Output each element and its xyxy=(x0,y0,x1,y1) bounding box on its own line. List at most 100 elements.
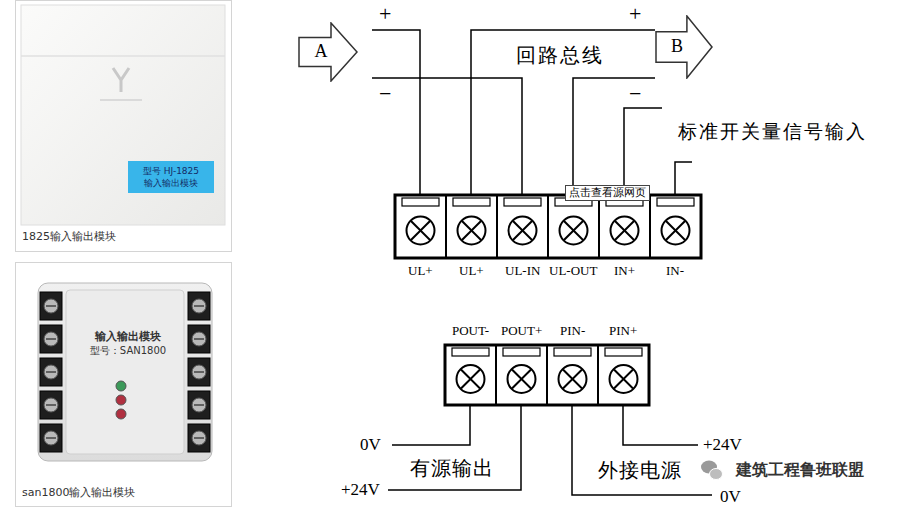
screw-slot xyxy=(194,338,204,340)
terminal-cell xyxy=(395,195,446,258)
module-panel xyxy=(66,290,184,454)
terminal-tab xyxy=(503,348,540,356)
arrow-outline xyxy=(655,15,713,79)
photo-frame: san1800输入输出模块输入输出模块型号：SAN1800 xyxy=(15,262,232,507)
terminal-housing xyxy=(40,358,62,386)
arrow-outline xyxy=(299,23,357,81)
screw-slot xyxy=(462,221,481,240)
polarity-sign: + xyxy=(379,3,391,25)
tooltip-box: 点击查看源网页 xyxy=(565,185,650,201)
screw-slot xyxy=(666,221,685,240)
terminal-name: PIN- xyxy=(560,323,585,339)
terminal-name: PIN+ xyxy=(609,323,637,339)
module-housing xyxy=(38,283,212,461)
terminal-tab xyxy=(554,348,591,356)
screw-slot xyxy=(615,221,634,240)
led xyxy=(116,381,126,391)
terminal-screw xyxy=(458,217,486,245)
led xyxy=(116,395,126,405)
terminal-housing xyxy=(188,325,210,353)
arrow-letter: A xyxy=(298,40,344,62)
screw-slot xyxy=(46,437,56,439)
terminal-screw xyxy=(44,332,58,346)
terminal-housing xyxy=(40,292,62,320)
screw-slot xyxy=(46,338,56,340)
terminal-cell xyxy=(598,345,649,405)
node-text: 型号：SAN1800 xyxy=(67,344,189,358)
watermark: 建筑工程鲁班联盟 xyxy=(736,460,864,480)
screw-slot xyxy=(411,221,430,240)
terminal-screw xyxy=(509,217,537,245)
terminal-housing xyxy=(40,325,62,353)
screw-slot xyxy=(194,404,204,406)
terminal-tab xyxy=(605,348,642,356)
terminal-tab xyxy=(504,198,541,206)
terminal-housing xyxy=(188,391,210,419)
terminal-housing xyxy=(188,424,210,452)
screw-slot xyxy=(614,369,633,388)
terminal-tab xyxy=(657,198,694,206)
leader-line xyxy=(624,108,662,195)
terminal-cell xyxy=(445,345,496,405)
terminal-screw xyxy=(407,217,435,245)
module-label: 输入输出模块型号：SAN1800 xyxy=(67,329,189,358)
model-sticker: 型号 HJ-1825 输入输出模块 xyxy=(128,161,214,193)
screw-slot xyxy=(563,369,582,388)
screw-slot xyxy=(512,369,531,388)
housing-seam xyxy=(21,55,225,57)
arrow-outline xyxy=(656,16,712,78)
terminal-screw xyxy=(192,332,206,346)
screw-slot xyxy=(512,369,531,388)
module-housing xyxy=(21,5,225,225)
terminal-housing xyxy=(40,391,62,419)
icon-bubble xyxy=(710,469,723,480)
screw-slot xyxy=(564,221,583,240)
terminal-housing xyxy=(40,424,62,452)
terminal-cell xyxy=(446,195,497,258)
leader-line xyxy=(675,162,692,195)
screw-slot xyxy=(462,221,481,240)
screw-slot xyxy=(564,221,583,240)
wire xyxy=(573,78,655,195)
output-label: 有源输出 xyxy=(410,456,494,480)
terminal-tab xyxy=(453,198,490,206)
terminal-name: POUT+ xyxy=(501,323,542,339)
watermark-icon xyxy=(701,461,723,480)
terminal-name: UL+ xyxy=(459,263,484,279)
terminal-screw xyxy=(44,365,58,379)
screw-slot xyxy=(513,221,532,240)
terminal-cell xyxy=(548,195,599,258)
terminal-screw xyxy=(44,398,58,412)
tooltip-text: 点击查看源网页 xyxy=(569,186,646,200)
screw-slot xyxy=(411,221,430,240)
terminal-screw xyxy=(662,217,690,245)
bus-label: 回路总线 xyxy=(516,43,604,67)
wire xyxy=(623,405,698,445)
terminal-screw xyxy=(192,299,206,313)
arrow-outline xyxy=(298,22,358,82)
node-text: 1825输入输出模块 xyxy=(22,230,116,244)
screw-slot xyxy=(461,369,480,388)
polarity-sign: − xyxy=(379,83,391,105)
wire xyxy=(392,405,470,445)
side-terminals xyxy=(40,292,210,452)
voltage-label: 0V xyxy=(360,435,381,455)
terminal-cell xyxy=(650,195,701,258)
terminal-name: IN- xyxy=(666,263,684,279)
terminal-block-border xyxy=(445,345,649,405)
terminal-screw xyxy=(44,299,58,313)
screw-slot xyxy=(666,221,685,240)
node-text: 型号 HJ-1825 输入输出模块 xyxy=(131,165,211,189)
screw-slot xyxy=(46,305,56,307)
terminal-housing xyxy=(188,358,210,386)
terminal-name: UL-IN xyxy=(505,263,540,279)
terminal-blocks xyxy=(395,195,701,405)
terminal-screw xyxy=(457,365,485,393)
wire xyxy=(572,405,712,495)
terminal-housing xyxy=(188,292,210,320)
screw-slot xyxy=(614,369,633,388)
terminal-block xyxy=(445,345,649,405)
terminal-cell xyxy=(496,345,547,405)
terminal-screw xyxy=(610,365,638,393)
